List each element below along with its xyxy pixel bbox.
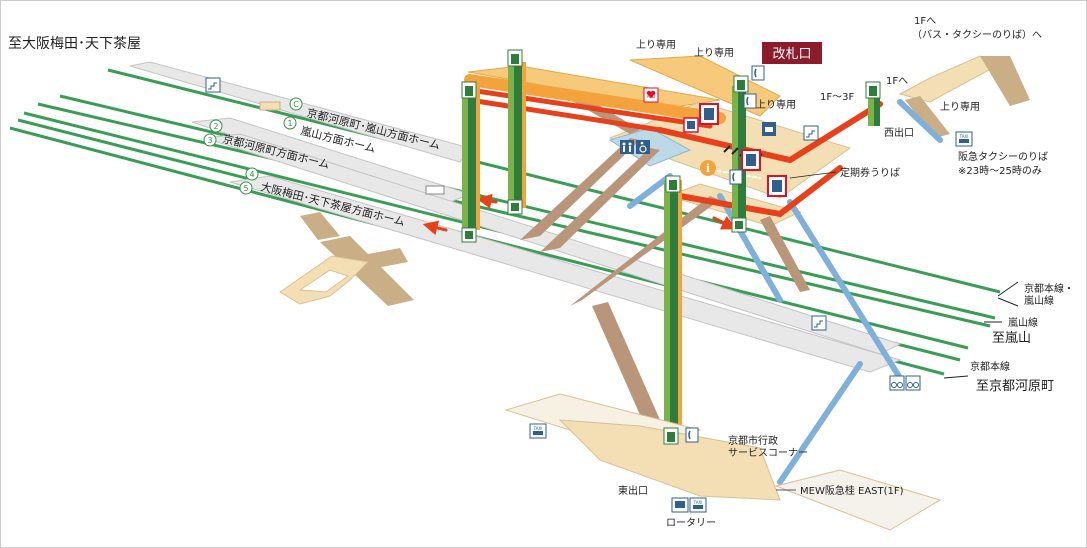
- stair-left-2: [320, 236, 414, 306]
- diagonal-stairs: [520, 96, 810, 424]
- elevator-icon: [865, 81, 881, 99]
- platform-3-num: 3: [207, 136, 212, 145]
- to-1f-label: 1Fへ: [886, 76, 908, 87]
- bicycle-icon: [889, 375, 905, 391]
- ticket-gate-label: 改札口: [762, 42, 822, 64]
- ticket-machine-icon: [683, 117, 699, 133]
- mew-label: MEW阪急桂 EAST(1F): [800, 484, 904, 497]
- svg-text:i: i: [706, 162, 710, 175]
- line-kyoto-main: 京都本線: [970, 360, 1010, 373]
- elevator-shaft-3: [664, 180, 682, 436]
- destination-arashiyama: 至嵐山: [992, 331, 1031, 346]
- red-route-down: [677, 165, 843, 218]
- gate-label: 改札口: [772, 47, 811, 62]
- aed-label: AED: [647, 94, 655, 99]
- elevator-icon: [733, 75, 749, 93]
- elevator-shaft-1: [462, 82, 480, 230]
- ticket-machine-icon: [741, 149, 761, 171]
- taxi-icon: TAXI: [955, 131, 973, 147]
- aed-icon: [643, 87, 659, 103]
- taxi-icon: TAXI: [689, 497, 707, 513]
- elevator-icon: [665, 175, 681, 193]
- floors-label: 1F〜3F: [820, 92, 854, 103]
- elevator-icon: [663, 427, 679, 445]
- elevator-icon: [507, 199, 523, 215]
- city-service-label-1: 京都市行政: [728, 434, 778, 447]
- elevator-icon: [731, 217, 747, 233]
- stairs-icon: [811, 315, 827, 331]
- red-route-main: [657, 101, 883, 164]
- destination-osaka: 至大阪梅田･天下茶屋: [8, 36, 141, 52]
- upper-concourse: [467, 55, 1030, 227]
- svg-text:TAXI: TAXI: [693, 500, 703, 505]
- platform-4-num: 4: [249, 170, 254, 179]
- line-arashiyama: 嵐山線: [1008, 316, 1038, 329]
- bottom-concourse: [504, 393, 942, 531]
- elevator-icon: [507, 49, 523, 67]
- elevator-shaft-5: [868, 90, 880, 126]
- svg-text:TAXI: TAXI: [959, 134, 969, 139]
- east-exit-label: 東出口: [618, 484, 648, 497]
- ticket-office-icon: [762, 122, 776, 136]
- mew-floor: [774, 469, 942, 531]
- elevator-shaft-2: [508, 62, 526, 208]
- stair-west: [905, 96, 950, 138]
- stair-left-1: [300, 212, 340, 240]
- phone-icon: [729, 169, 743, 185]
- platform-c-num: C: [293, 100, 299, 109]
- bus-icon: [671, 497, 689, 513]
- phone-icon: [743, 93, 757, 109]
- ticket-machine-icon: [699, 103, 719, 125]
- red-route-mid: [467, 97, 663, 133]
- platform-5-num: 5: [243, 184, 248, 193]
- wheelchair-icon: [636, 140, 650, 154]
- taxi-icon: TAXI: [529, 423, 547, 439]
- hankyu-taxi-label: 阪急タクシーのりば: [958, 150, 1048, 163]
- elevator-icon: [461, 227, 477, 243]
- icons: i TAXI TAXI TAXI: [205, 49, 973, 513]
- svg-text:TAXI: TAXI: [533, 426, 543, 431]
- track-c: [107, 68, 1001, 294]
- escalators: [627, 99, 943, 485]
- line-kyoto-main-arashiyama-1: 京都本線・: [1024, 282, 1074, 295]
- phone-icon: [685, 427, 699, 443]
- stairs-icon: [205, 77, 221, 93]
- stair-left-3: [368, 248, 408, 268]
- stairs-icon: [803, 125, 819, 141]
- stair-bus: [980, 56, 1030, 106]
- ticket-machine-icon: [767, 175, 787, 197]
- commuter-pass-label: 定期券うりば: [840, 166, 900, 179]
- platform-1-num: 1: [287, 119, 292, 128]
- west-exit-label: 西出口: [884, 126, 914, 139]
- rotary-label: ロータリー: [666, 517, 716, 529]
- destination-kawaramachi: 至京都河原町: [976, 379, 1054, 394]
- phone-icon: [751, 65, 765, 81]
- to-1f-bus-label: 1Fへ: [914, 16, 936, 27]
- line-kyoto-main-arashiyama-2: 嵐山線: [1024, 294, 1054, 307]
- info-icon: i: [700, 160, 716, 176]
- lower-left-structures: [259, 101, 445, 306]
- elevator-icon: [461, 81, 477, 99]
- bicycle-icon: [905, 375, 921, 391]
- bottom-floor: [558, 419, 781, 501]
- up-only-label-2: 上り専用: [694, 47, 734, 59]
- toilet-icon: [620, 140, 634, 154]
- platform-2-num: 2: [213, 122, 218, 131]
- up-only-label-3: 上り専用: [756, 99, 796, 111]
- bus-taxi-label: （バス・タクシーのりば）へ: [912, 29, 1042, 41]
- city-service-label-2: サービスコーナー: [728, 447, 808, 459]
- taxi-hours-label: ※23時～25時のみ: [958, 165, 1042, 177]
- track-2: [37, 102, 991, 328]
- up-only-label-1: 上り専用: [636, 39, 676, 51]
- text-labels: 至大阪梅田･天下茶屋 至嵐山 至京都河原町 京都本線・ 嵐山線 嵐山線 京都本線…: [8, 16, 1074, 529]
- track-1: [59, 94, 996, 320]
- up-only-label-4: 上り専用: [940, 101, 980, 113]
